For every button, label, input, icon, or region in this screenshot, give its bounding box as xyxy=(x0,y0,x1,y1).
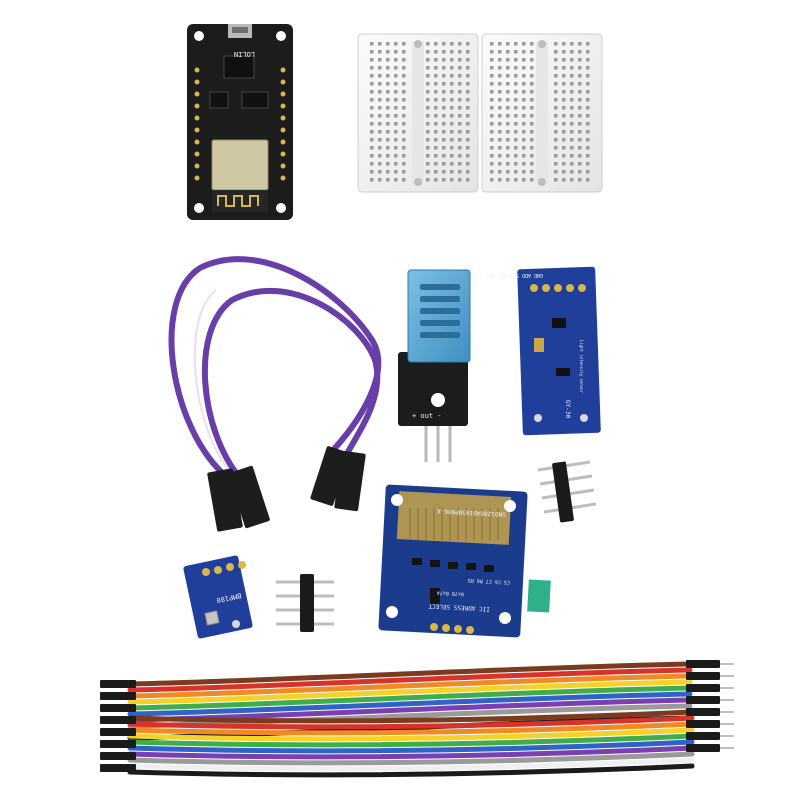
dht-pin-labels: + out - xyxy=(412,412,442,420)
oled-side-labels: C5 C6 C7 R6 R5 xyxy=(468,577,510,585)
pin-header-center xyxy=(276,574,334,632)
oled-flex-text: GND12864D1N30P086-A xyxy=(437,507,506,518)
ribbon-connectors-left xyxy=(100,680,136,772)
nodemcu-silk-label: LOLIN xyxy=(234,50,255,58)
oled-address-values: 0x78 0x7A xyxy=(437,589,464,596)
gy30-chip-text: Light intensity sensor xyxy=(579,340,584,394)
ribbon-connectors-right xyxy=(686,660,734,752)
gy30-pin-labels: GND ADD SDA SCL VCC xyxy=(486,272,543,278)
oled-display-module: GND12864D1N30P086-A IIC ADRESS SELECT 0x… xyxy=(378,484,551,638)
breadboard-right xyxy=(481,33,603,193)
breadboard-left xyxy=(357,33,479,193)
pin-header-right xyxy=(537,460,597,523)
female-jumper-wires xyxy=(168,256,382,532)
bmp180-sensor-module: BMP180 xyxy=(183,555,253,639)
nodemcu-board: LOLIN xyxy=(187,24,293,220)
oled-address-text: IIC ADRESS SELECT xyxy=(428,602,490,612)
gy30-board-label: GY-30 xyxy=(564,400,571,418)
dht11-sensor-module: + out - xyxy=(398,269,471,462)
gy30-light-sensor: GND ADD SDA SCL VCC GY-30 Light intensit… xyxy=(486,266,601,436)
rainbow-jumper-wires xyxy=(127,661,695,778)
